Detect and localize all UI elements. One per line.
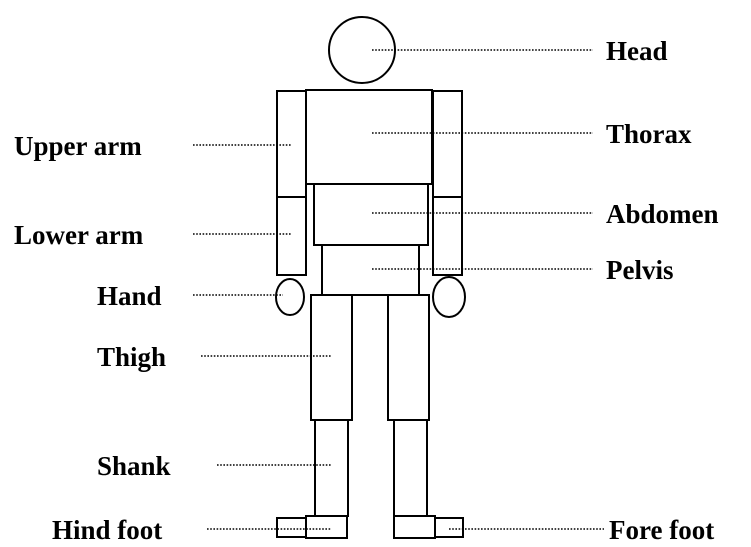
left-shank-shape xyxy=(315,420,348,516)
left-lower-arm-shape xyxy=(277,197,306,275)
thorax-label: Thorax xyxy=(606,119,692,149)
right-hind-foot-shape xyxy=(394,516,435,538)
right-upper-arm-shape xyxy=(433,91,462,197)
shank-label: Shank xyxy=(97,451,171,481)
right-shank-shape xyxy=(394,420,427,516)
thorax-shape xyxy=(306,90,432,184)
body-figure xyxy=(276,17,465,538)
pelvis-shape xyxy=(322,245,419,295)
abdomen-label: Abdomen xyxy=(606,199,719,229)
abdomen-shape xyxy=(314,184,428,245)
hind-foot-label: Hind foot xyxy=(52,515,162,545)
left-upper-arm-shape xyxy=(277,91,306,197)
head-label: Head xyxy=(606,36,668,66)
left-fore-foot-shape xyxy=(277,518,306,537)
left-hind-foot-shape xyxy=(306,516,347,538)
fore-foot-label: Fore foot xyxy=(609,515,714,545)
right-lower-arm-shape xyxy=(433,197,462,275)
left-thigh-shape xyxy=(311,295,352,420)
right-hand-shape xyxy=(433,277,465,317)
hand-label: Hand xyxy=(97,281,162,311)
left-hand-shape xyxy=(276,279,304,315)
pelvis-label: Pelvis xyxy=(606,255,674,285)
upper-arm-label: Upper arm xyxy=(14,131,142,161)
lower-arm-label: Lower arm xyxy=(14,220,144,250)
right-thigh-shape xyxy=(388,295,429,420)
thigh-label: Thigh xyxy=(97,342,166,372)
right-fore-foot-shape xyxy=(435,518,463,537)
